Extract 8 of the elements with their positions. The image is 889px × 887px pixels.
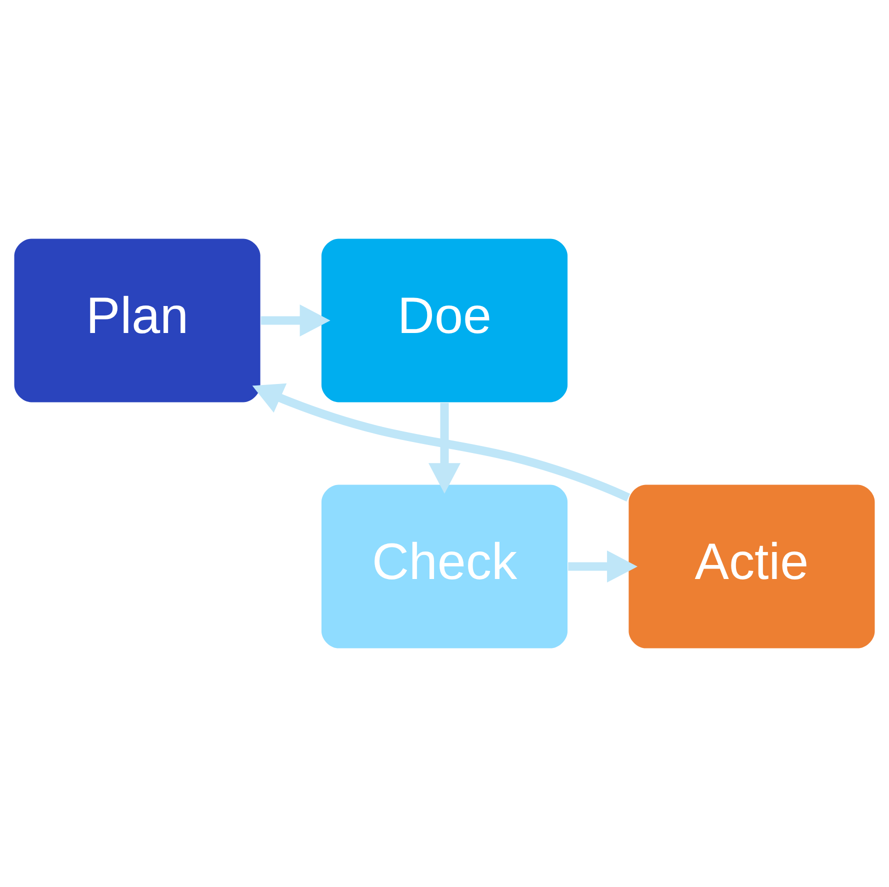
node-box: Check: [321, 484, 568, 648]
node-box: Plan: [14, 238, 260, 402]
arrow: [260, 304, 330, 336]
node-box: Doe: [321, 238, 568, 402]
arrow: [428, 402, 461, 494]
arrow: [252, 383, 630, 502]
arrow: [568, 550, 638, 583]
node-box: Actie: [628, 484, 875, 648]
